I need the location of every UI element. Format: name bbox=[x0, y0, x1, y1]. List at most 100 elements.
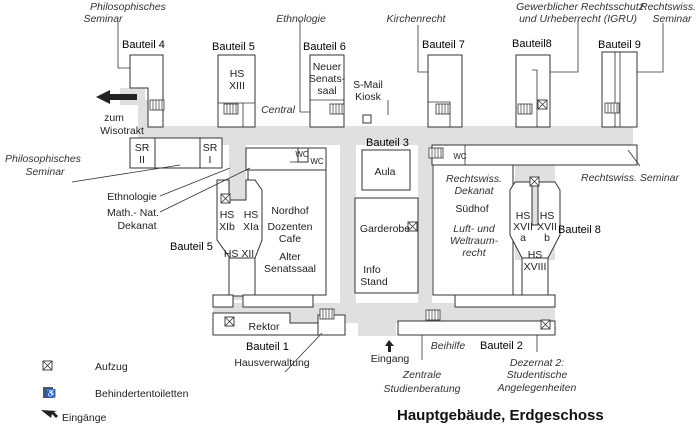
sr2-label-2: II bbox=[139, 154, 145, 166]
bauteil-5-label: Bauteil 5 bbox=[212, 41, 255, 53]
neuer-senatssaal-label: Neuer bbox=[313, 61, 342, 73]
hs17a-label-3: a bbox=[520, 232, 526, 244]
bauteil-5-lower-label: Bauteil 5 bbox=[170, 241, 213, 253]
info-stand-label-2: Stand bbox=[360, 276, 388, 288]
hs11a-label-2: XIa bbox=[243, 221, 259, 233]
math-nat-dekanat-label: Math.- Nat. bbox=[107, 207, 159, 219]
nordhof-label: Nordhof bbox=[271, 205, 308, 217]
hs11b-label-2: XIb bbox=[219, 221, 235, 233]
bauteil-3-label: Bauteil 3 bbox=[366, 137, 409, 149]
rechtswiss-seminar-label: Rechtswiss. Seminar bbox=[581, 172, 680, 184]
wc-label: WC bbox=[295, 150, 309, 159]
svg-text:♿: ♿ bbox=[46, 388, 56, 398]
eingang-label: Eingang bbox=[371, 353, 410, 365]
wc-label-2: WC bbox=[310, 157, 324, 166]
wisotrakt-label: zum bbox=[104, 112, 124, 124]
luft-weltraumrecht-label: Luft- und bbox=[453, 223, 496, 235]
wisotrakt-arrow-icon bbox=[96, 90, 137, 104]
sr2-label: SR bbox=[135, 142, 150, 154]
zentrale-studienberatung-label: Zentrale bbox=[402, 369, 442, 381]
legend-aufzug: Aufzug bbox=[95, 361, 128, 373]
hs13-label: HS bbox=[230, 68, 245, 80]
building-outlines bbox=[129, 51, 638, 336]
leader-lines bbox=[71, 20, 664, 373]
hs17a-label: HS bbox=[516, 210, 531, 222]
rechtswiss-seminar-top: Rechtswiss. bbox=[640, 1, 696, 13]
bauteil-6-label: Bauteil 6 bbox=[303, 41, 346, 53]
garderobe-label: Garderobe bbox=[360, 223, 410, 235]
dozenten-cafe-label: Dozenten bbox=[268, 221, 313, 233]
legend-behindertentoiletten: Behindertentoiletten bbox=[95, 388, 189, 400]
entrance-arrow-icon bbox=[41, 410, 58, 418]
bauteil-1-label: Bauteil 1 bbox=[246, 341, 289, 353]
philosophisches-seminar-left-2: Seminar bbox=[25, 166, 65, 178]
bauteil-2-label: Bauteil 2 bbox=[480, 340, 523, 352]
philosophisches-seminar-top: Philosophisches bbox=[90, 1, 167, 13]
s-mail-label: S-Mail bbox=[353, 79, 383, 91]
ethnologie-label: Ethnologie bbox=[107, 191, 157, 203]
sr1-label: SR bbox=[203, 142, 218, 154]
hs11b-label: HS bbox=[220, 209, 235, 221]
hs13-label-2: XIII bbox=[229, 80, 245, 92]
hs17a-label-2: XVII bbox=[513, 221, 533, 233]
suedhof-label: Südhof bbox=[455, 203, 488, 215]
entrance-arrow-icon bbox=[385, 340, 394, 352]
alter-senatssaal-label: Alter bbox=[279, 251, 301, 263]
rektor-label: Rektor bbox=[249, 321, 280, 333]
hs17b-label-2: XVII bbox=[537, 221, 557, 233]
hs17b-label: HS bbox=[540, 210, 555, 222]
neuer-senatssaal-label-3: saal bbox=[317, 85, 336, 97]
legend-eingaenge: Eingänge bbox=[62, 412, 107, 424]
kiosk-label: Kiosk bbox=[355, 91, 381, 103]
dezernat-2-label-3: Angelegenheiten bbox=[497, 382, 577, 394]
neuer-senatssaal-label-2: Senats- bbox=[309, 73, 346, 85]
s-mail-kiosk bbox=[362, 114, 372, 124]
hs17b-label-3: b bbox=[544, 232, 550, 244]
rechtswiss-seminar-top-2: Seminar bbox=[652, 13, 692, 25]
dezernat-2-label: Dezernat 2: bbox=[510, 357, 564, 369]
bauteil-9-label: Bauteil 9 bbox=[598, 39, 641, 51]
bauteil-4-label: Bauteil 4 bbox=[122, 39, 165, 51]
bauteil-7-label: Bauteil 7 bbox=[422, 39, 465, 51]
bauteil-8-label: Bauteil8 bbox=[512, 38, 552, 50]
hs18-label-2: XVIII bbox=[524, 261, 547, 273]
philosophisches-seminar-left: Philosophisches bbox=[5, 153, 82, 165]
bauteil-6-block bbox=[309, 54, 345, 128]
igru-label: Gewerblicher Rechtsschutz bbox=[516, 1, 645, 13]
beihilfe-label: Beihilfe bbox=[431, 340, 466, 352]
aula-label: Aula bbox=[374, 166, 395, 178]
bauteil-5-block bbox=[217, 54, 256, 128]
zentrale-studienberatung-label-2: Studienberatung bbox=[383, 383, 460, 395]
wc-label-3: WC bbox=[453, 152, 467, 161]
garderobe-room bbox=[354, 197, 419, 294]
math-nat-dekanat-label-2: Dekanat bbox=[117, 220, 156, 232]
hs11a-label: HS bbox=[244, 209, 259, 221]
hs18-label: HS bbox=[528, 249, 543, 261]
bauteil-7-block bbox=[427, 54, 463, 128]
bauteil-8-block bbox=[515, 54, 551, 128]
wisotrakt-label-2: Wisotrakt bbox=[100, 125, 144, 137]
legend: Aufzug ♿ Behindertentoiletten Eingänge bbox=[41, 360, 189, 424]
wheelchair-icon bbox=[43, 387, 53, 398]
bauteil-8-lower-label: Bauteil 8 bbox=[558, 224, 601, 236]
sr1-label-2: I bbox=[209, 154, 212, 166]
page-title: Hauptgebäude, Erdgeschoss bbox=[397, 407, 604, 424]
rechtswiss-dekanat-label: Rechtswiss. bbox=[446, 173, 502, 185]
philosophisches-seminar-top-2: Seminar bbox=[83, 13, 123, 25]
hausverwaltung-label: Hausverwaltung bbox=[234, 357, 309, 369]
central-label: Central bbox=[261, 104, 296, 116]
dezernat-2-label-2: Studentische bbox=[507, 369, 568, 381]
alter-senatssaal-label-2: Senatssaal bbox=[264, 263, 316, 275]
info-stand-label: Info bbox=[363, 264, 381, 276]
aula-room bbox=[361, 149, 411, 191]
elevator-icon bbox=[42, 360, 53, 371]
bauteil-9-block bbox=[601, 51, 638, 128]
luft-weltraumrecht-label-2: Weltraum- bbox=[450, 235, 499, 247]
room-labels: HS XIII Neuer Senats- saal S-Mail Kiosk … bbox=[100, 61, 557, 369]
dozenten-cafe-label-2: Cafe bbox=[279, 233, 301, 245]
kirchenrecht-label: Kirchenrecht bbox=[387, 13, 447, 25]
igru-label-2: und Urheberrecht (IGRU) bbox=[519, 13, 637, 25]
callout-labels: Philosophisches Seminar Ethnologie Kirch… bbox=[5, 1, 696, 395]
rechtswiss-dekanat-label-2: Dekanat bbox=[454, 185, 494, 197]
